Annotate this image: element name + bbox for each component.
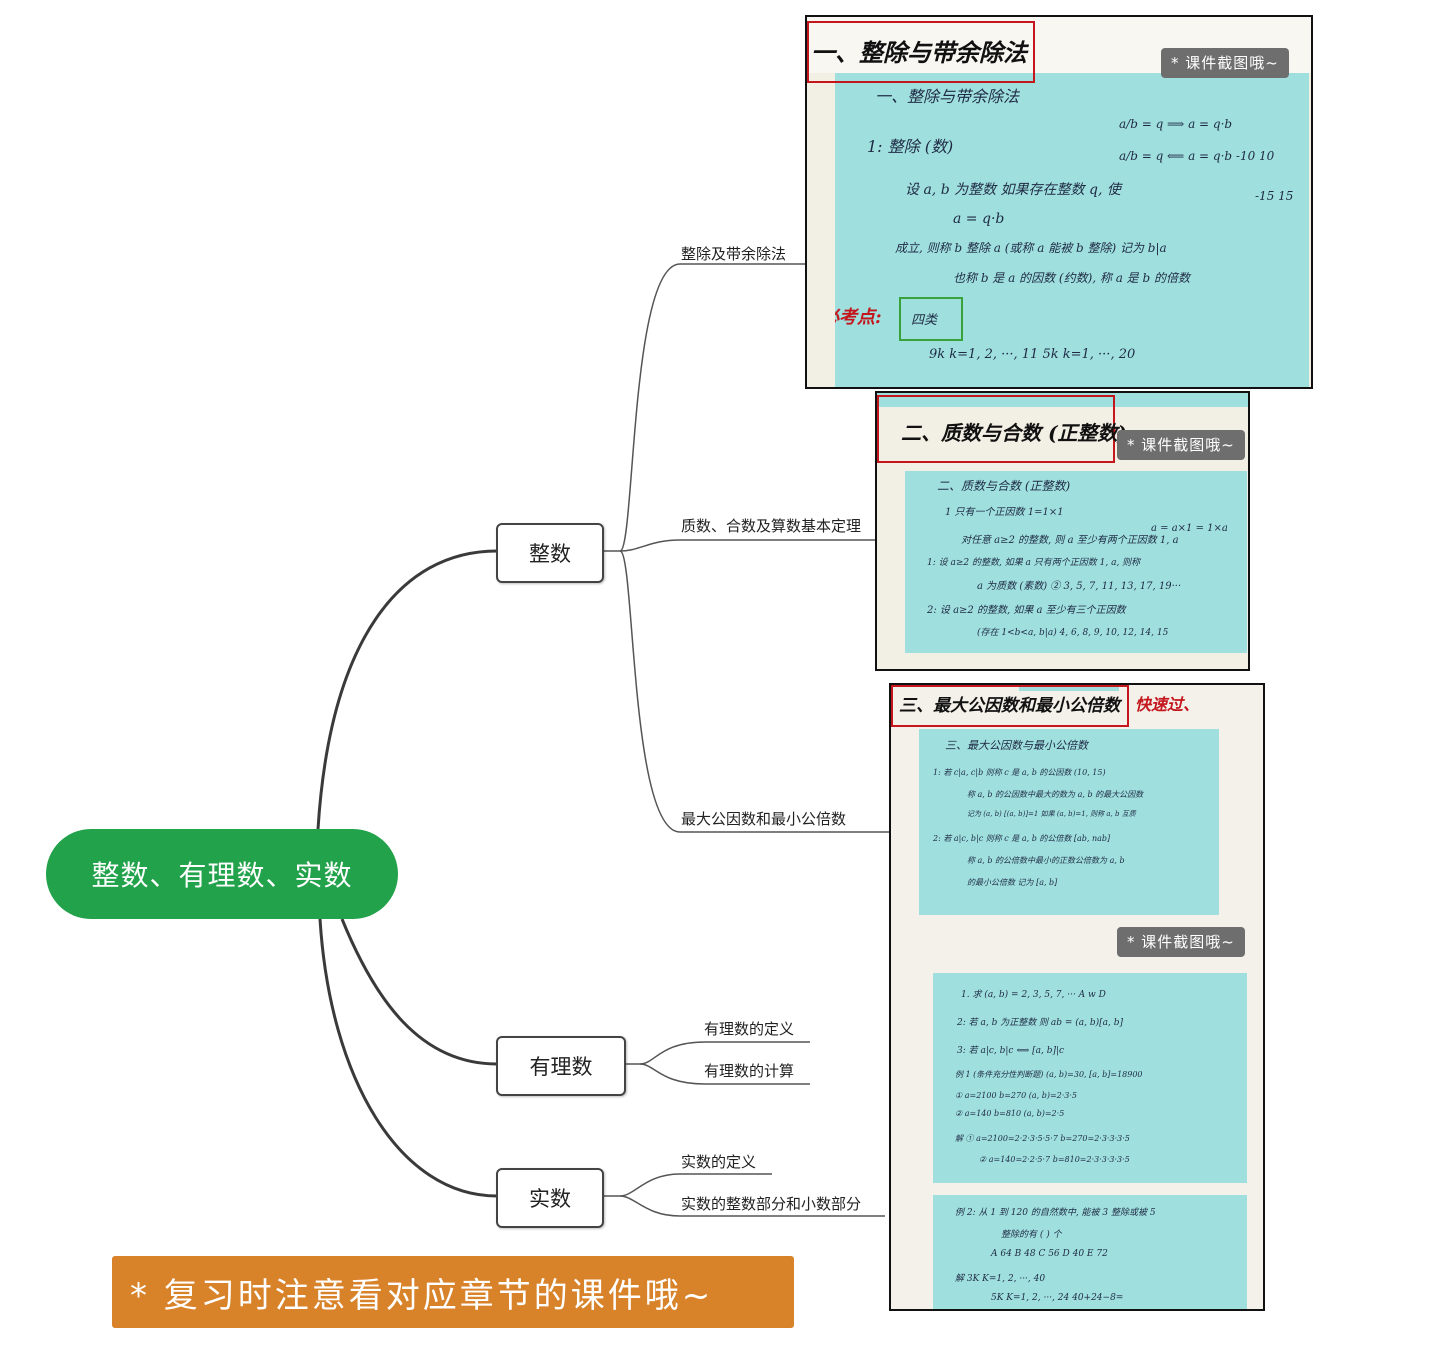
- board-line: 解 ① a=2100=2·2·3·5·5·7 b=270=2·3·3·3·5: [955, 1134, 1130, 1143]
- subtopic-shishu-dingyi[interactable]: 实数的定义: [681, 1153, 757, 1171]
- board-line: 1: 若 c|a, c|b 则称 c 是 a, b 的公因数 (10, 15): [933, 768, 1106, 777]
- connector-zhengshu-leaf1: [600, 263, 806, 552]
- board-line: 成立, 则称 b 整除 a (或称 a 能被 b 整除) 记为 b|a: [895, 241, 1167, 255]
- board-line: 三、最大公因数与最小公倍数: [945, 739, 1088, 752]
- chapter-title: 二、质数与合数 (正整数): [901, 421, 1127, 445]
- board-line: 例 2: 从 1 到 120 的自然数中, 能被 3 整除或被 5: [955, 1208, 1156, 1218]
- topic-label: 有理数: [529, 1055, 593, 1079]
- blackboard-1: 一、整除与带余除法 1: 整除 (数) 设 a, b 为整数 如果存在整数 q,…: [835, 73, 1309, 387]
- board-line: 称 a, b 的公因数中最大的数为 a, b 的最大公因数: [967, 790, 1144, 799]
- subtopic-zhishu-heshu[interactable]: 质数、合数及算数基本定理: [681, 517, 862, 535]
- chapter-title-box: [877, 395, 1115, 463]
- blackboard-3c: 例 2: 从 1 到 120 的自然数中, 能被 3 整除或被 5 整除的有 (…: [933, 1195, 1247, 1309]
- board-line: 的最小公倍数 记为 [a, b]: [967, 878, 1058, 887]
- green-box: 四类: [899, 297, 963, 341]
- board-line: a = q·b: [953, 211, 1005, 227]
- board-side-note: a/b = q ⟸ a = q·b -10 10: [1119, 149, 1275, 163]
- connector-zhengshu-leaf2: [619, 539, 876, 552]
- board-line: 设 a, b 为整数 如果存在整数 q, 使: [905, 182, 1121, 198]
- board-line: A 64 B 48 C 56 D 40 E 72: [991, 1249, 1108, 1259]
- board-line: 9k k=1, 2, ···, 11 5k k=1, ···, 20: [929, 347, 1136, 362]
- connector-root-youlishu: [340, 918, 498, 1066]
- board-line: 1: 设 a≥2 的整数, 如果 a 只有两个正因数 1, a, 则称: [927, 558, 1141, 568]
- board-edge: [1019, 685, 1119, 691]
- board-line: 3: 若 a|c, b|c ⟺ [a, b]|c: [957, 1046, 1065, 1056]
- topic-zhengshu[interactable]: 整数: [496, 523, 604, 583]
- board-line: ② a=140 b=810 (a, b)=2·5: [955, 1109, 1065, 1118]
- subtopic-youlishu-jisuan[interactable]: 有理数的计算: [704, 1062, 795, 1080]
- connector-root-zhengshu: [316, 549, 498, 830]
- board-line: 1. 求 (a, b) = 2, 3, 5, 7, ··· A w D: [961, 990, 1106, 1000]
- topic-label: 实数: [529, 1187, 571, 1211]
- red-annotation: 必考点:: [835, 307, 882, 328]
- board-line: 2: 若 a|c, b|c 则称 c 是 a, b 的公倍数 [ab, nab]: [933, 834, 1111, 843]
- board-side-note: a = a×1 = 1×a: [1151, 523, 1228, 534]
- board-line: 二、质数与合数 (正整数): [937, 479, 1071, 493]
- root-topic[interactable]: 整数、有理数、实数: [46, 829, 398, 919]
- chapter-title-box: [807, 21, 1035, 83]
- courseware-screenshot-2[interactable]: 二、质数与合数 (正整数) 1 只有一个正因数 1=1×1 对任意 a≥2 的整…: [875, 391, 1250, 671]
- connector-root-shishu: [318, 918, 498, 1198]
- connector-zhengshu-leaf3: [619, 550, 890, 833]
- board-line: 2: 设 a≥2 的整数, 如果 a 至少有三个正因数: [927, 605, 1126, 616]
- root-label: 整数、有理数、实数: [91, 859, 353, 892]
- courseware-badge: * 课件截图哦~: [1117, 430, 1245, 460]
- boxed-text: 四类: [911, 313, 938, 328]
- courseware-screenshot-1[interactable]: 一、整除与带余除法 1: 整除 (数) 设 a, b 为整数 如果存在整数 q,…: [805, 15, 1313, 389]
- blackboard-2: 二、质数与合数 (正整数) 1 只有一个正因数 1=1×1 对任意 a≥2 的整…: [905, 471, 1247, 653]
- connector-youlishu-leaf2: [639, 1063, 810, 1085]
- board-line: 1: 整除 (数): [867, 137, 954, 156]
- courseware-badge: * 课件截图哦~: [1161, 48, 1289, 78]
- board-line: 5K K=1, 2, ···, 24 40+24−8=: [991, 1293, 1124, 1303]
- board-line: 解 3K K=1, 2, ···, 40: [955, 1274, 1046, 1284]
- topic-label: 整数: [529, 542, 571, 566]
- board-line: (存在 1<b<a, b|a) 4, 6, 8, 9, 10, 12, 14, …: [977, 628, 1169, 638]
- blackboard-3b: 1. 求 (a, b) = 2, 3, 5, 7, ··· A w D 2: 若…: [933, 973, 1247, 1183]
- courseware-badge: * 课件截图哦~: [1117, 927, 1245, 957]
- subtopic-gongyinshu-gongbeishu[interactable]: 最大公因数和最小公倍数: [681, 810, 847, 828]
- chapter-title: 一、整除与带余除法: [811, 38, 1027, 67]
- subtopic-shishu-bufen[interactable]: 实数的整数部分和小数部分: [681, 1195, 862, 1213]
- board-side-note: a/b = q ⟹ a = q·b: [1119, 117, 1233, 131]
- board-line: a 为质数 (素数) ② 3, 5, 7, 11, 13, 17, 19···: [977, 581, 1182, 592]
- topic-youlishu[interactable]: 有理数: [496, 1036, 626, 1096]
- review-note-text: * 复习时注意看对应章节的课件哦~: [130, 1275, 714, 1316]
- chapter-title: 三、最大公因数和最小公倍数: [899, 696, 1120, 716]
- board-line: ① a=2100 b=270 (a, b)=2·3·5: [955, 1091, 1078, 1100]
- board-line: ② a=140=2·2·5·7 b=810=2·3·3·3·3·5: [979, 1155, 1130, 1164]
- board-line: 1 只有一个正因数 1=1×1: [945, 507, 1064, 518]
- board-line: 记为 (a, b) [(a, b)]=1 如果 (a, b)=1, 则称 a, …: [967, 810, 1136, 818]
- topic-shishu[interactable]: 实数: [496, 1168, 604, 1228]
- board-line: 称 a, b 的公倍数中最小的正数公倍数为 a, b: [967, 856, 1125, 865]
- board-side-note: -15 15: [1255, 189, 1294, 203]
- board-line: 也称 b 是 a 的因数 (约数), 称 a 是 b 的倍数: [953, 271, 1190, 285]
- board-line: 对任意 a≥2 的整数, 则 a 至少有两个正因数 1, a: [961, 535, 1179, 546]
- chapter-title-box: [891, 685, 1129, 727]
- subtopic-youlishu-dingyi[interactable]: 有理数的定义: [704, 1020, 795, 1038]
- board-line: 例 1 (条件充分性判断题) (a, b)=30, [a, b]=18900: [955, 1070, 1143, 1079]
- red-annotation: 快速过、: [1135, 695, 1200, 714]
- connector-shishu-leaf2: [619, 1195, 885, 1217]
- courseware-screenshot-3[interactable]: 三、最大公因数和最小公倍数 快速过、 三、最大公因数与最小公倍数 1: 若 c|…: [889, 683, 1265, 1311]
- blackboard-3a: 三、最大公因数与最小公倍数 1: 若 c|a, c|b 则称 c 是 a, b …: [919, 729, 1219, 915]
- board-line: 整除的有 ( ) 个: [1001, 1230, 1062, 1240]
- board-line: 一、整除与带余除法: [875, 87, 1020, 106]
- review-note-banner: * 复习时注意看对应章节的课件哦~: [112, 1256, 794, 1328]
- subtopic-zhengchu[interactable]: 整除及带余除法: [681, 245, 787, 263]
- board-line: 2: 若 a, b 为正整数 则 ab = (a, b)[a, b]: [957, 1018, 1124, 1028]
